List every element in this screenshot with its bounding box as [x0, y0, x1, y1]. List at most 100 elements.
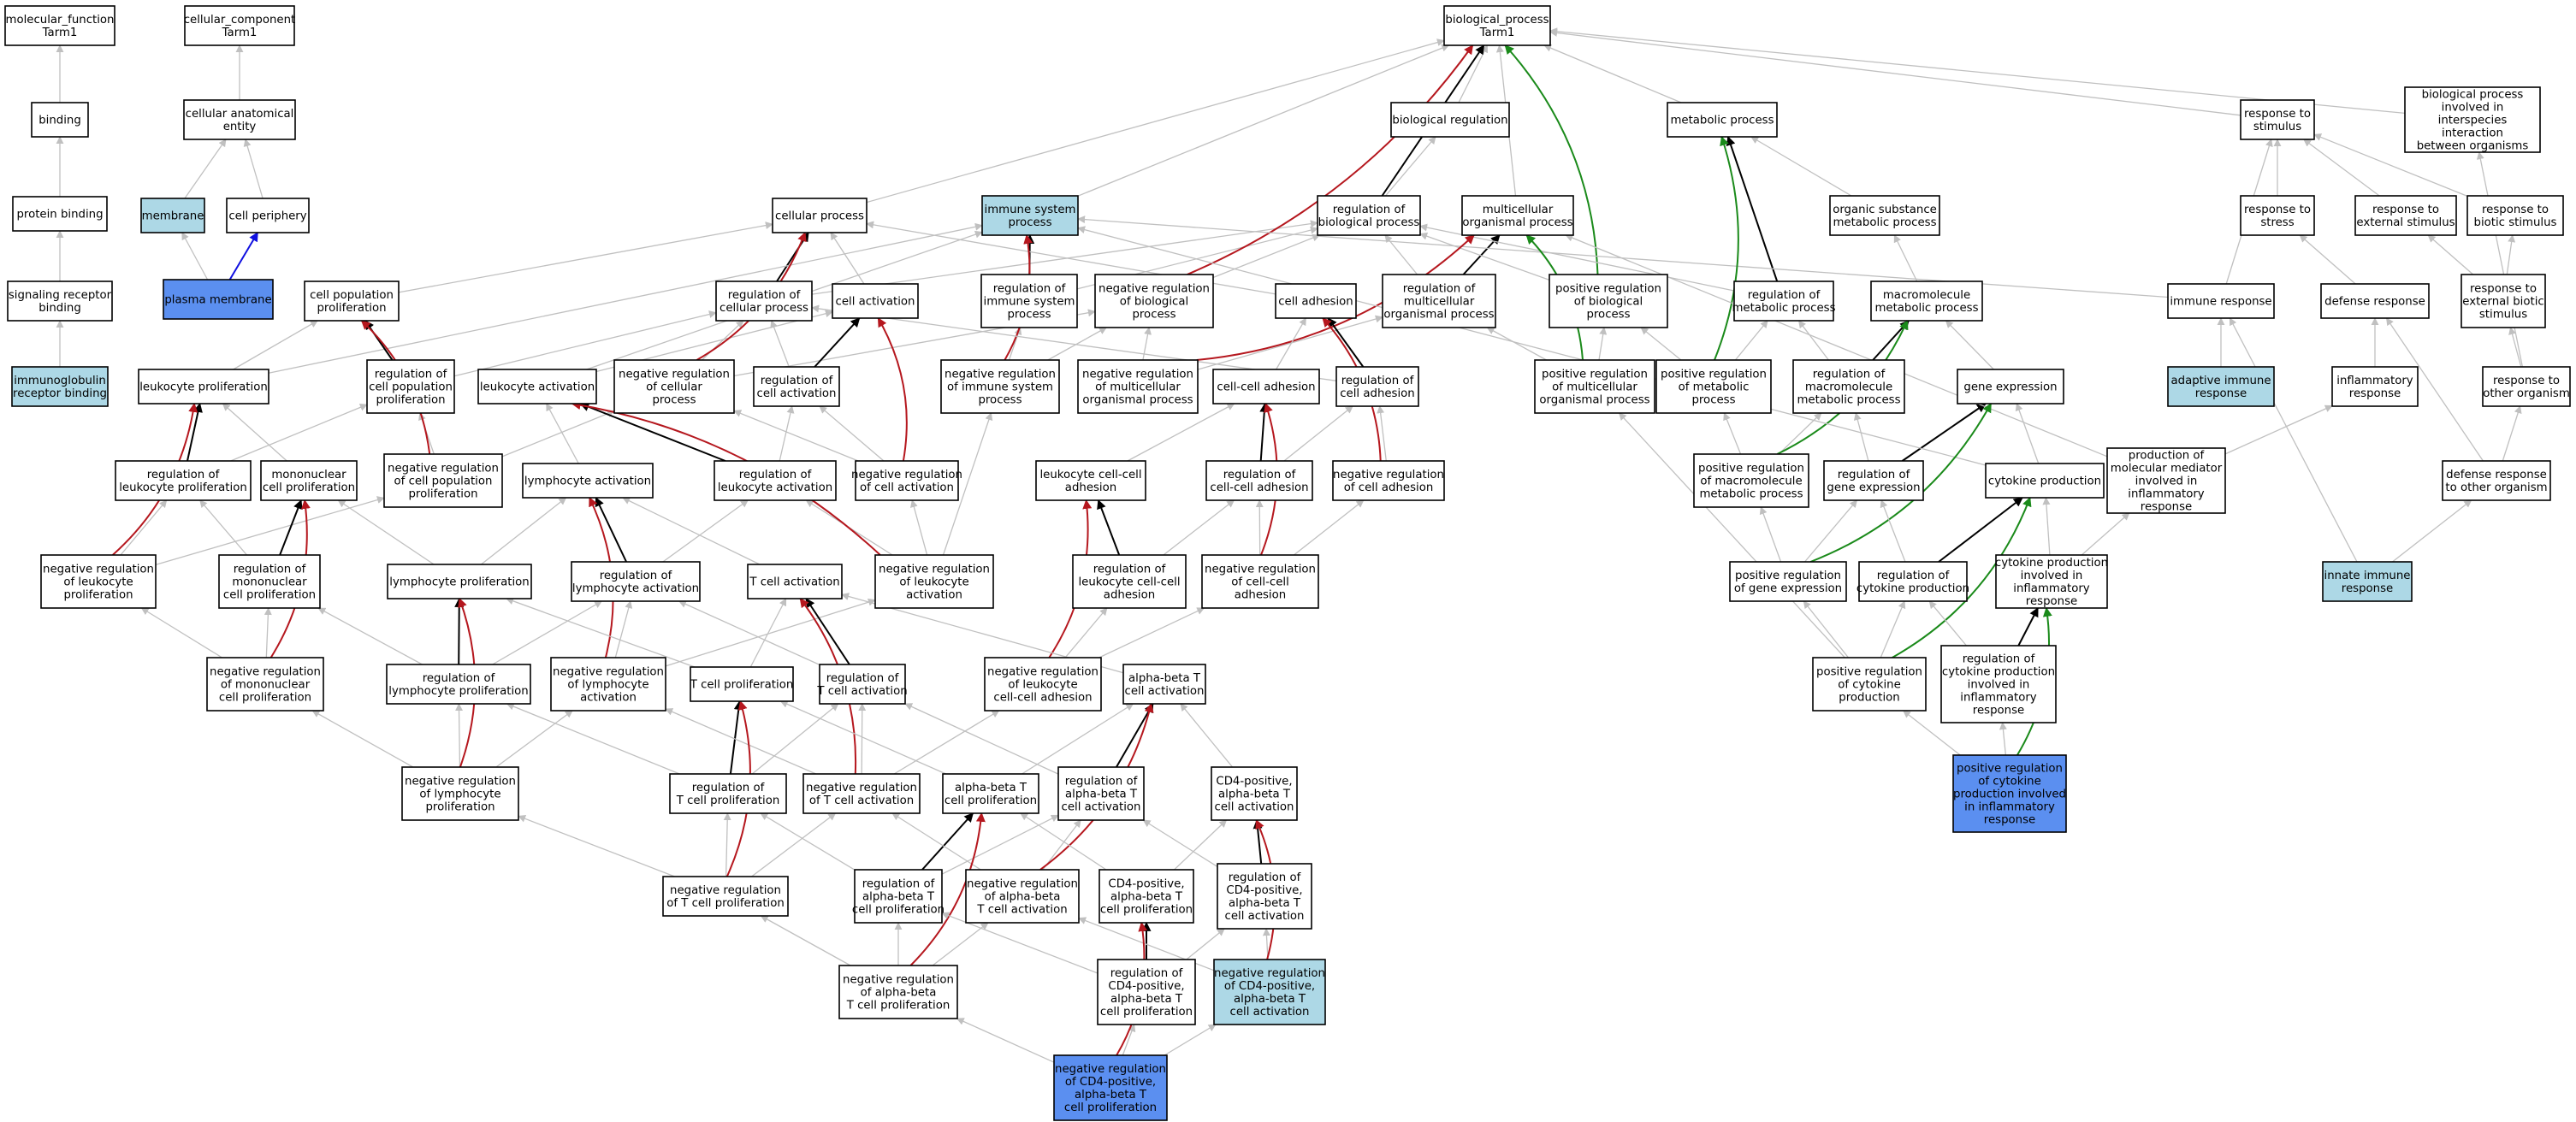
node-plasma-membrane[interactable]: plasma membrane: [163, 279, 274, 320]
node-cytokine-production[interactable]: cytokine production: [1985, 463, 2105, 499]
node-lymphocyte-proliferation[interactable]: lymphocyte proliferation: [387, 564, 532, 599]
node-t-cell-proliferation[interactable]: T cell proliferation: [690, 666, 794, 702]
node-defense-response[interactable]: defense response: [2320, 283, 2430, 319]
node-binding[interactable]: binding: [31, 102, 89, 138]
node-t-cell-activation[interactable]: T cell activation: [747, 564, 843, 599]
node-lymphocyte-activation[interactable]: lymphocyte activation: [522, 463, 654, 499]
node-immune-response[interactable]: immune response: [2167, 283, 2275, 319]
node-metabolic-process[interactable]: metabolic process: [1667, 102, 1778, 138]
node-leukocyte-activation[interactable]: leukocyte activation: [477, 369, 597, 405]
node-cell-periphery[interactable]: cell periphery: [226, 198, 310, 233]
node-cellular-process[interactable]: cellular process: [772, 198, 868, 233]
node-regulation-of-t-cell-activation[interactable]: regulation ofT cell activation: [816, 664, 908, 705]
node-protein-binding[interactable]: protein binding: [12, 196, 108, 232]
node-cell-cell-adhesion[interactable]: cell-cell adhesion: [1212, 369, 1320, 405]
node-regulation-of-t-cell-proliferation[interactable]: regulation ofT cell proliferation: [669, 773, 787, 814]
node-membrane[interactable]: membrane: [140, 198, 205, 233]
node-leukocyte-proliferation[interactable]: leukocyte proliferation: [138, 369, 269, 405]
node-cell-activation[interactable]: cell activation: [832, 283, 919, 319]
node-cell-adhesion[interactable]: cell adhesion: [1275, 283, 1357, 319]
node-biological-regulation[interactable]: biological regulation: [1390, 102, 1510, 138]
